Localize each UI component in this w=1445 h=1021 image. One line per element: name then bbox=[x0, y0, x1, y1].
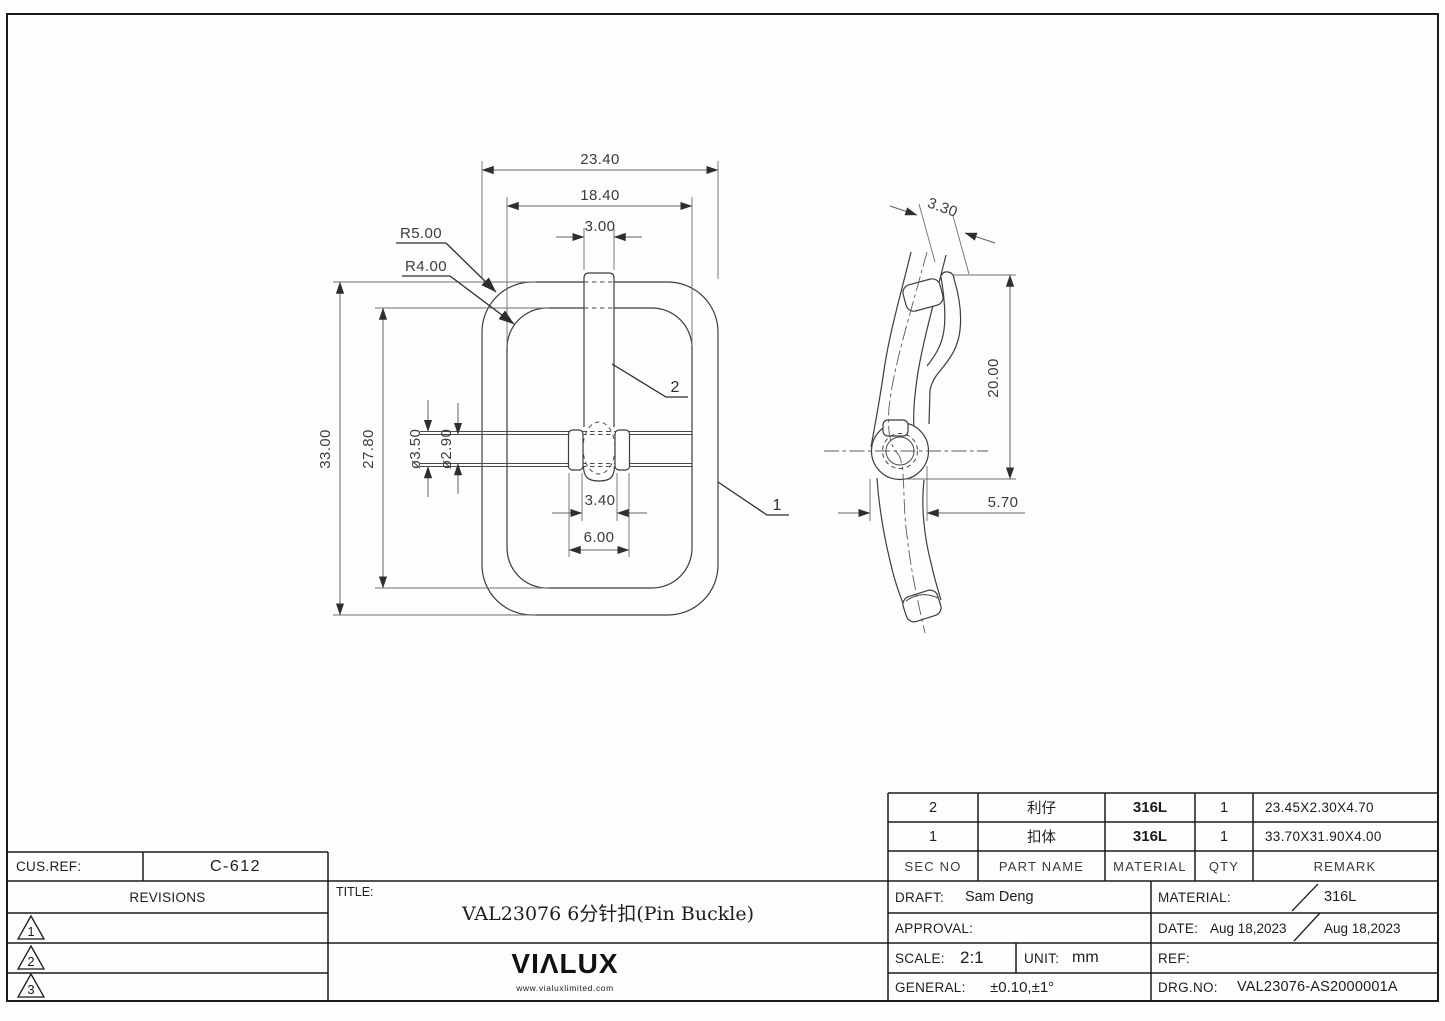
pin-body bbox=[583, 272, 615, 431]
draft-label: DRAFT: bbox=[895, 889, 945, 905]
draft-value: Sam Deng bbox=[965, 889, 1034, 905]
drawing-title: VAL23076 6分针扣(Pin Buckle) bbox=[462, 902, 754, 925]
parts-row-sec-no: 2 bbox=[928, 799, 938, 816]
bottom-tip-end bbox=[902, 589, 942, 623]
unit-value: mm bbox=[1072, 949, 1099, 966]
date-value-2: Aug 18,2023 bbox=[1324, 920, 1401, 936]
parts-header-sec-no: SEC NO bbox=[904, 858, 962, 874]
dim-wrap-inner: 3.40 bbox=[585, 492, 616, 509]
parts-header-remark: REMARK bbox=[1313, 858, 1377, 874]
bottom-tip-face-arc bbox=[905, 594, 939, 602]
front-view-dimensions: 23.40 18.40 3.00 R5.00 R4.00 33.00 27.80… bbox=[317, 151, 789, 616]
parts-row-remark: 33.70X31.90X4.00 bbox=[1265, 829, 1382, 844]
parts-header-material: MATERIAL bbox=[1113, 858, 1187, 874]
parts-row-qty: 1 bbox=[1219, 828, 1229, 845]
cus-ref-label: CUS.REF: bbox=[16, 859, 82, 874]
scale-value: 2:1 bbox=[960, 948, 984, 967]
side-wrap-notch bbox=[882, 419, 909, 437]
dim-tip-width: 3.30 bbox=[925, 195, 960, 222]
dim-outer-width: 23.40 bbox=[580, 151, 620, 168]
parts-row-sec-no: 1 bbox=[928, 828, 938, 845]
ref-label: REF: bbox=[1158, 950, 1190, 966]
balloon-leaders bbox=[611, 363, 789, 516]
crossbar bbox=[420, 431, 692, 467]
parts-row-part-name: 利仔 bbox=[1027, 801, 1056, 817]
parts-row-qty: 1 bbox=[1219, 799, 1229, 816]
cus-ref-value: C-612 bbox=[209, 857, 262, 875]
material-label: MATERIAL: bbox=[1158, 889, 1231, 905]
cell-slashes bbox=[1291, 883, 1321, 942]
dim-pin-width: 3.00 bbox=[585, 218, 616, 235]
date-value-1: Aug 18,2023 bbox=[1210, 920, 1287, 936]
dim-inner-width: 18.40 bbox=[580, 187, 620, 204]
dim-wrap-outer: 6.00 bbox=[584, 529, 615, 546]
front-view bbox=[420, 272, 719, 616]
vialux-logo: VIΛLUX bbox=[511, 948, 619, 979]
revisions-label: REVISIONS bbox=[129, 889, 206, 905]
revision-markers: 1 2 3 bbox=[16, 914, 46, 998]
parts-row-material: 316L bbox=[1132, 828, 1168, 845]
parts-row-material: 316L bbox=[1132, 799, 1168, 816]
top-bar-end bbox=[902, 278, 944, 312]
revision-triangle-1 bbox=[16, 914, 46, 940]
pin-body-fill bbox=[584, 273, 614, 431]
drg-no-value: VAL23076-AS2000001A bbox=[1237, 979, 1398, 995]
drawing-title-label: TITLE: bbox=[336, 885, 374, 899]
revision-triangle-3 bbox=[16, 972, 46, 998]
balloon-frame: 1 bbox=[773, 497, 782, 514]
parts-header-qty: QTY bbox=[1208, 858, 1240, 874]
dim-outer-height: 33.00 bbox=[317, 429, 334, 469]
page-border bbox=[6, 13, 1439, 1002]
general-value: ±0.10,±1° bbox=[990, 978, 1055, 996]
drg-no-label: DRG.NO: bbox=[1158, 979, 1218, 995]
approval-label: APPROVAL: bbox=[895, 920, 974, 936]
dim-bar-dia-outer: ø3.50 bbox=[407, 429, 424, 469]
pin-wrap-right-clip bbox=[614, 429, 631, 471]
date-label: DATE: bbox=[1158, 920, 1199, 936]
dim-bar-dia-inner: ø2.90 bbox=[438, 429, 455, 469]
crossbar-hidden-segments bbox=[582, 431, 617, 467]
parts-header-part-name: PART NAME bbox=[998, 858, 1085, 874]
dim-pin-height: 20.00 bbox=[985, 358, 1002, 398]
unit-label: UNIT: bbox=[1024, 950, 1060, 966]
side-pin-hook bbox=[926, 271, 962, 425]
pin-curl-arc bbox=[582, 465, 616, 482]
revision-triangle-2 bbox=[16, 944, 46, 970]
title-block-lines bbox=[7, 792, 1438, 1001]
scale-label: SCALE: bbox=[895, 950, 945, 966]
dim-radius-outer: R5.00 bbox=[400, 225, 442, 242]
revision-number-2: 2 bbox=[27, 954, 34, 969]
revision-number-3: 3 bbox=[27, 982, 34, 997]
side-bar-hidden bbox=[882, 433, 918, 469]
pin-wrap-left-clip bbox=[567, 429, 584, 471]
dim-inner-height: 27.80 bbox=[360, 429, 377, 469]
dim-wrap-depth: 5.70 bbox=[988, 494, 1019, 511]
vialux-website: www.vialuxlimited.com bbox=[516, 983, 614, 993]
revision-number-1: 1 bbox=[27, 924, 34, 939]
general-label: GENERAL: bbox=[895, 979, 966, 995]
balloon-pin: 2 bbox=[671, 379, 680, 396]
side-view bbox=[824, 251, 988, 634]
center-lines bbox=[824, 251, 988, 634]
parts-row-remark: 23.45X2.30X4.70 bbox=[1265, 800, 1374, 815]
dim-radius-inner: R4.00 bbox=[405, 258, 447, 275]
side-view-dimensions: 3.30 20.00 5.70 bbox=[838, 195, 1025, 521]
material-value: 316L bbox=[1324, 889, 1357, 905]
parts-row-part-name: 扣体 bbox=[1027, 830, 1056, 846]
